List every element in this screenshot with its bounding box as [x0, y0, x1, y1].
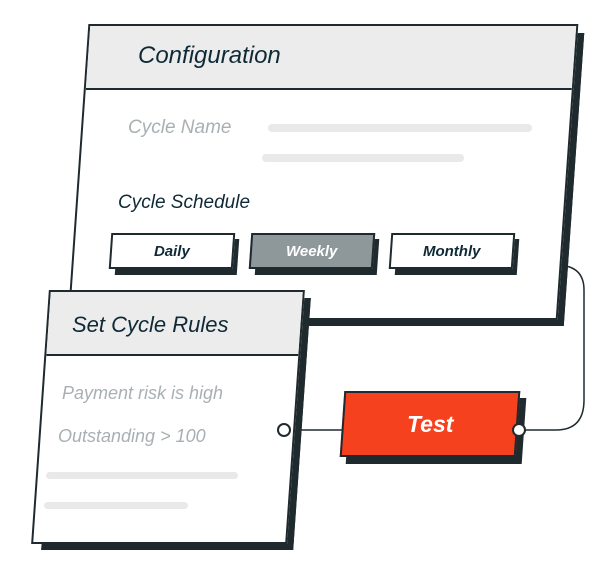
cycle-name-label: Cycle Name — [128, 117, 232, 138]
test-node[interactable]: Test — [339, 391, 521, 457]
weekly-button-label: Weekly — [286, 242, 338, 260]
rules-placeholder-line — [46, 472, 238, 479]
rules-output-port[interactable] — [277, 423, 291, 437]
test-output-port[interactable] — [512, 423, 526, 437]
cycle-schedule-label: Cycle Schedule — [118, 192, 251, 213]
cycle-name-input-placeholder[interactable] — [268, 124, 532, 132]
configuration-title: Configuration — [138, 42, 281, 69]
rule-item: Payment risk is high — [62, 383, 224, 403]
test-node-label: Test — [406, 410, 454, 437]
rules-title: Set Cycle Rules — [72, 312, 229, 337]
cycle-name-placeholder-line — [262, 154, 464, 162]
rule-item: Outstanding > 100 — [58, 426, 206, 446]
daily-button-label: Daily — [154, 242, 190, 260]
monthly-button-label: Monthly — [423, 242, 481, 260]
rules-placeholder-line — [44, 502, 188, 509]
